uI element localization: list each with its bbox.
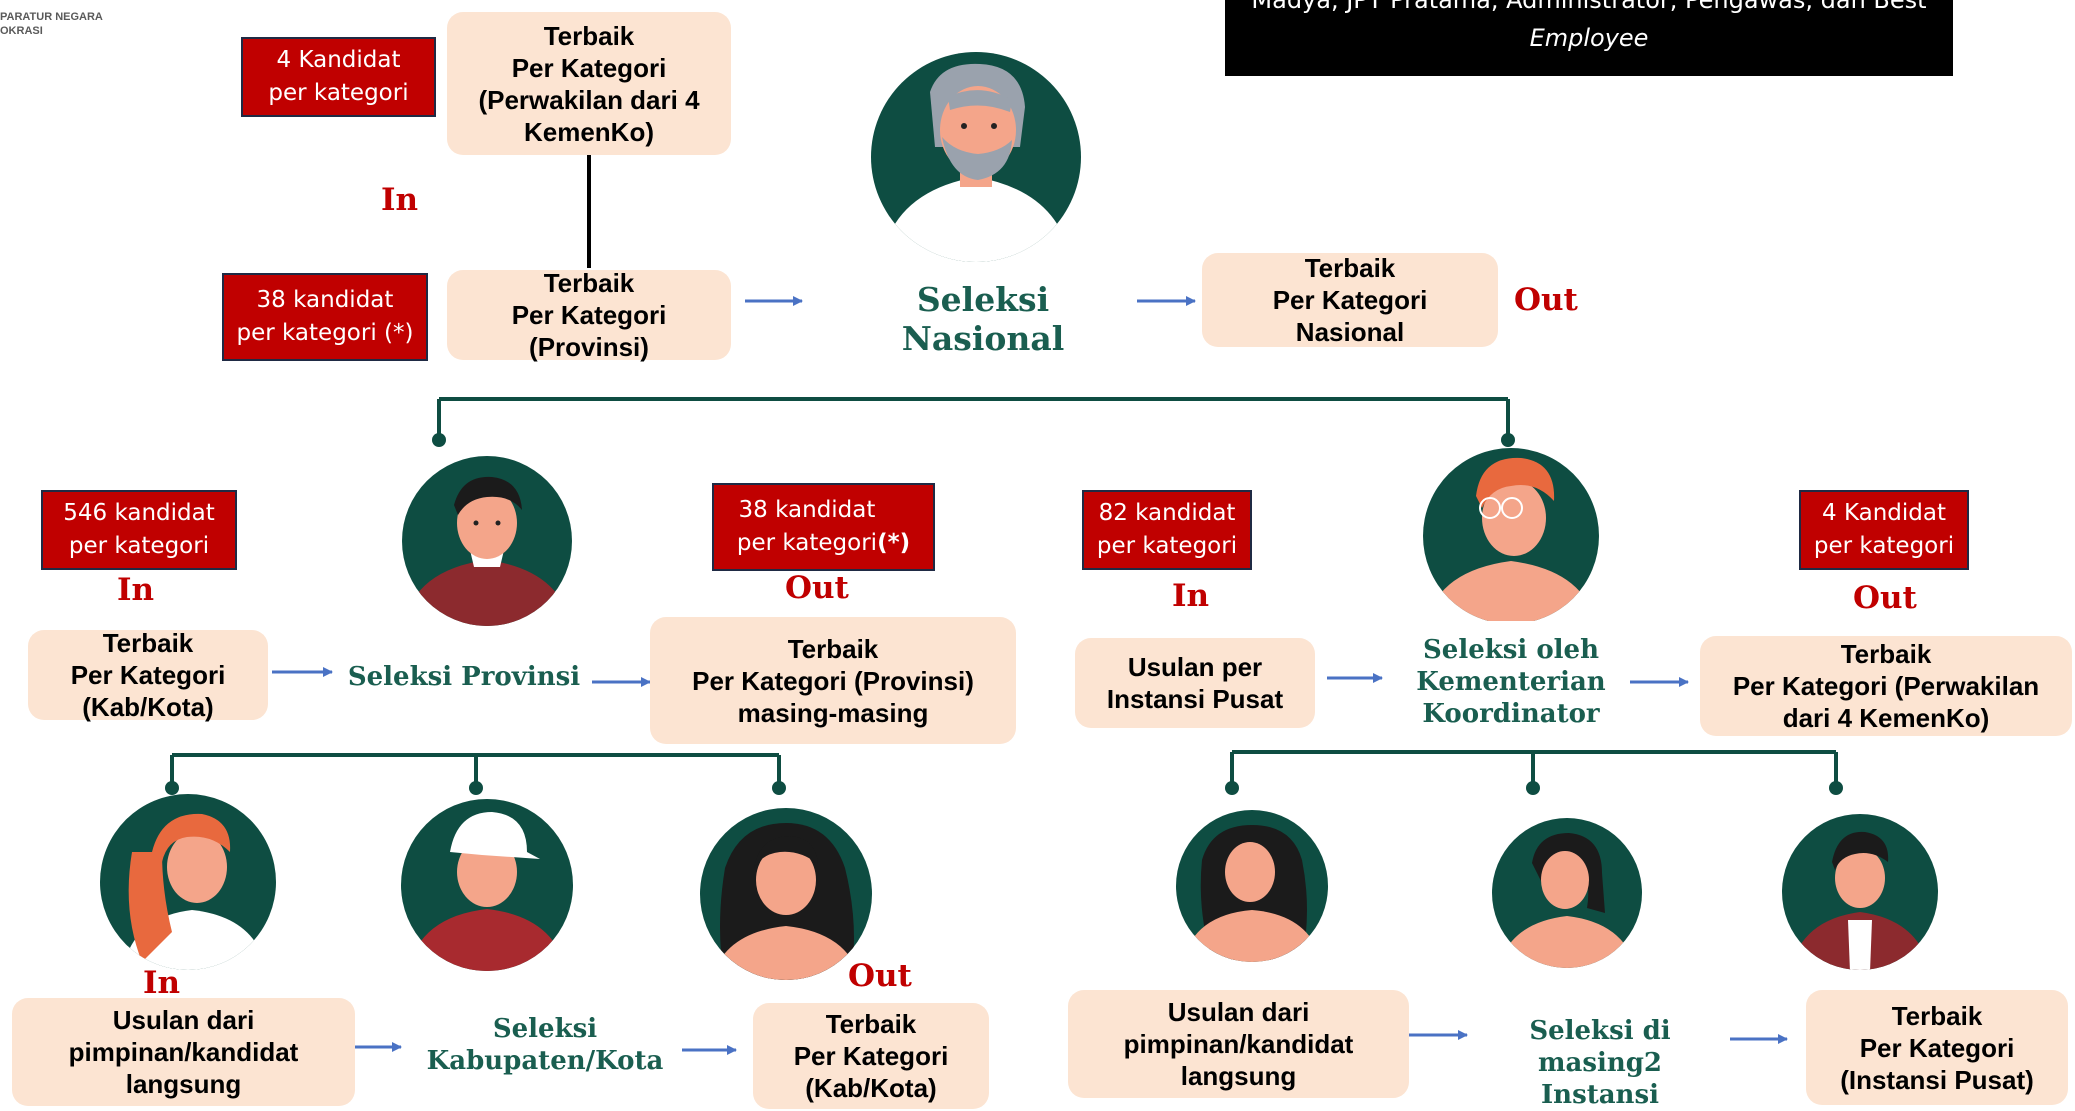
count-kemenko-out: 4 Kandidat per kategori	[1799, 490, 1969, 570]
avatar-candidate-woman-4-icon	[1492, 818, 1642, 968]
banner-line-2: Employee	[1529, 24, 1649, 52]
selection-provinsi: Seleksi Provinsi	[347, 662, 581, 692]
count-provinsi-out-mark: (*)	[877, 530, 911, 556]
box-kemenko-top: Terbaik Per Kategori (Perwakilan dari 4 …	[447, 12, 731, 155]
avatar-provinsi-evaluator-icon	[402, 456, 572, 626]
avatar-kemenko-evaluator-icon	[1423, 448, 1599, 621]
avatar-candidate-woman-3-icon	[1176, 810, 1328, 962]
box-instansi-usulan: Usulan dari pimpinan/kandidat langsung	[1068, 990, 1409, 1098]
count-provinsi-top: 38 kandidat per kategori (*)	[222, 273, 428, 361]
count-provinsi-out-text: 38 kandidat per kategori	[736, 497, 878, 556]
selection-instansi: Seleksi di masing2 Instansi	[1529, 1016, 1671, 1110]
banner-line-1: Madya, JPT Pratama, Administrator, Penga…	[1251, 0, 1927, 14]
box-instansi-out: Terbaik Per Kategori (Instansi Pusat)	[1806, 990, 2068, 1105]
avatar-candidate-man-2-icon	[1782, 814, 1938, 970]
logo-text: PARATUR NEGARA OKRASI	[0, 11, 103, 37]
count-kabkota-in: 546 kandidat per kategori	[41, 490, 237, 570]
selection-kabkota: Seleksi Kabupaten/Kota	[426, 1014, 664, 1076]
out-label-provinsi: Out	[785, 570, 849, 606]
count-instansi-in: 82 kandidat per kategori	[1082, 490, 1252, 570]
out-label-top: Out	[1514, 282, 1578, 318]
box-provinsi-out: Terbaik Per Kategori (Provinsi) masing-m…	[650, 617, 1016, 744]
box-kabkota-in: Terbaik Per Kategori (Kab/Kota)	[28, 628, 268, 722]
in-label-top: In	[381, 182, 419, 218]
in-label-kabkota: In	[143, 965, 181, 1001]
selection-kemenko: Seleksi oleh Kementerian Koordinator	[1416, 635, 1606, 729]
avatar-national-evaluator-icon	[871, 52, 1081, 262]
avatar-candidate-woman-2-icon	[700, 808, 872, 980]
count-provinsi-out: 38 kandidat per kategori (*)	[712, 483, 935, 571]
selection-nasional: Seleksi Nasional	[901, 280, 1065, 358]
banner: Madya, JPT Pratama, Administrator, Penga…	[1225, 0, 1953, 76]
avatar-candidate-woman-1-icon	[100, 794, 276, 970]
out-label-kemenko: Out	[1853, 580, 1917, 616]
in-label-kemenko: In	[1172, 578, 1210, 614]
avatar-candidate-man-cap-icon	[401, 799, 573, 971]
box-provinsi-top: Terbaik Per Kategori (Provinsi)	[447, 268, 731, 362]
out-label-kabkota: Out	[848, 958, 912, 994]
count-kemenko-top: 4 Kandidat per kategori	[241, 37, 436, 117]
box-instansi-in: Usulan per Instansi Pusat	[1075, 638, 1315, 728]
in-label-provinsi: In	[117, 572, 155, 608]
box-kabkota-out: Terbaik Per Kategori (Kab/Kota)	[753, 1003, 989, 1109]
box-nasional: Terbaik Per Kategori Nasional	[1202, 253, 1498, 347]
box-kabkota-usulan: Usulan dari pimpinan/kandidat langsung	[12, 998, 355, 1106]
box-kemenko-out: Terbaik Per Kategori (Perwakilan dari 4 …	[1700, 636, 2072, 736]
